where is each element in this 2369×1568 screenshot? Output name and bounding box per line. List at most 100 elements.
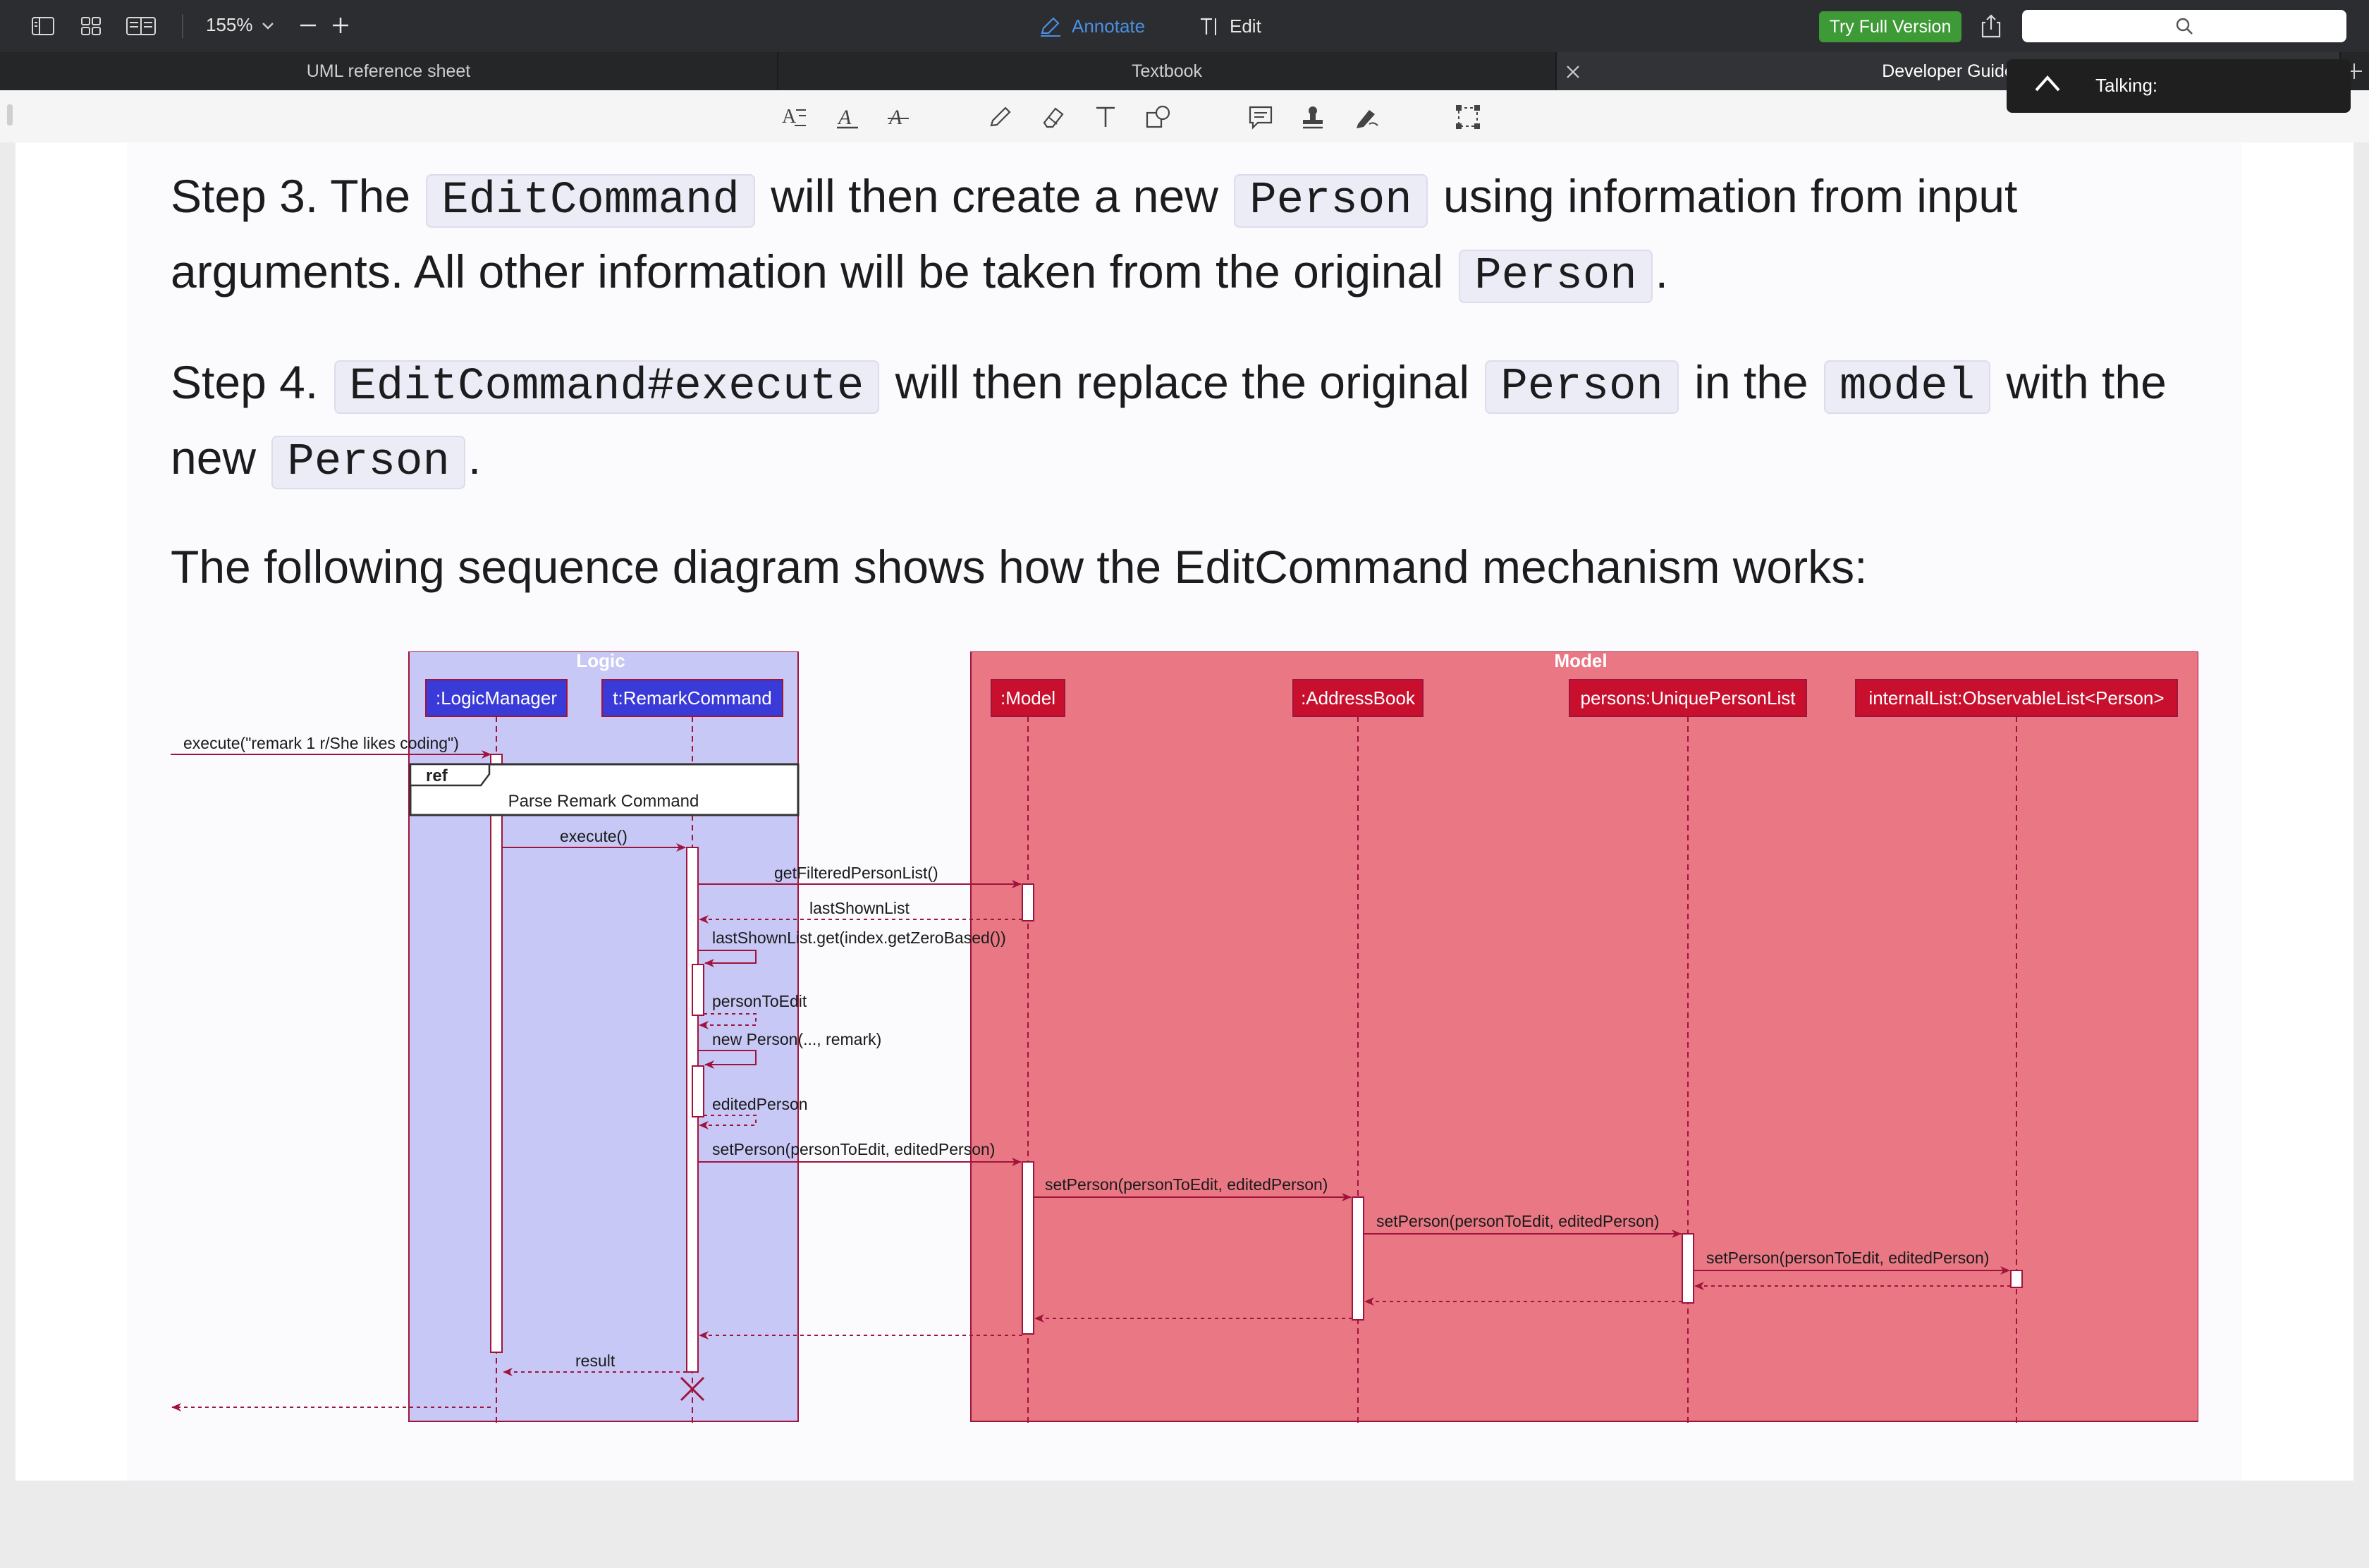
pencil-icon[interactable] <box>986 103 1014 131</box>
activation-bar <box>1352 1196 1364 1321</box>
tab-bar: UML reference sheet Textbook Developer G… <box>0 52 2369 90</box>
activation-bar <box>1022 1161 1034 1335</box>
message-label: result <box>575 1352 616 1370</box>
participant-label: internalList:ObservableList<Person> <box>1868 687 2164 709</box>
self-message-arrow <box>698 1050 757 1069</box>
participant-remarkcommand <box>601 679 783 717</box>
zoom-select[interactable]: 155% <box>206 14 274 36</box>
shapes-icon[interactable] <box>1145 103 1173 131</box>
activation-bar <box>490 754 503 1353</box>
paragraph-step-4: Step 4. EditCommand#execute will then re… <box>171 347 2229 498</box>
tab-label: Developer Guide <box>1882 61 2014 81</box>
message-label: setPerson(personToEdit, editedPerson) <box>712 1140 995 1158</box>
edit-label: Edit <box>1230 16 1261 37</box>
text-span: using information from input <box>1443 170 2018 222</box>
tab-uml-reference[interactable]: UML reference sheet <box>0 52 778 90</box>
message-label: setPerson(personToEdit, editedPerson) <box>1376 1212 1659 1230</box>
svg-text:A: A <box>782 106 797 128</box>
select-area-icon[interactable] <box>1454 103 1482 131</box>
eraser-icon[interactable] <box>1039 103 1067 131</box>
note-icon[interactable] <box>1247 103 1275 131</box>
participant-label: t:RemarkCommand <box>613 687 771 709</box>
zoom-in-icon[interactable] <box>331 10 350 47</box>
activation-bar <box>1682 1233 1694 1304</box>
ref-text: Parse Remark Command <box>508 792 699 811</box>
text-span: arguments. All other information will be… <box>171 245 1443 298</box>
signature-icon[interactable] <box>1352 103 1381 131</box>
message-label: lastShownList.get(index.getZeroBased()) <box>712 929 1006 947</box>
two-page-icon[interactable] <box>126 16 157 37</box>
participant-label: persons:UniquePersonList <box>1581 687 1796 709</box>
text-tool-icon[interactable] <box>1091 103 1120 131</box>
return-arrow <box>699 1013 757 1029</box>
zoom-out-icon[interactable] <box>299 10 317 47</box>
participant-label: :LogicManager <box>436 687 557 709</box>
inline-code: Person <box>271 436 465 489</box>
share-icon[interactable] <box>1978 13 2004 39</box>
self-message-arrow <box>698 950 757 967</box>
strikethrough-icon[interactable]: A <box>884 103 912 131</box>
stamp-icon[interactable] <box>1299 103 1327 131</box>
text-span: with the <box>2006 356 2167 408</box>
search-input[interactable] <box>2022 10 2346 42</box>
talking-popup: Talking: <box>2007 59 2351 113</box>
inline-code: Person <box>1234 174 1428 228</box>
message-label: setPerson(personToEdit, editedPerson) <box>1045 1175 1328 1194</box>
participant-label: :AddressBook <box>1301 687 1416 709</box>
message-label: new Person(..., remark) <box>712 1030 881 1048</box>
return-arrow <box>699 1115 757 1129</box>
model-box-title: Model <box>1554 651 1607 671</box>
text-cursor-icon <box>1201 18 1216 35</box>
toolbar-grip[interactable] <box>7 104 13 125</box>
annotation-toolbar: A A A <box>0 90 2369 144</box>
destroy-mark <box>680 1376 705 1402</box>
participant-model <box>991 679 1065 717</box>
ref-tag-box <box>409 763 491 787</box>
svg-text:A: A <box>837 106 852 129</box>
edit-mode-button[interactable]: Edit <box>1199 16 1261 37</box>
inline-code: Person <box>1459 250 1653 303</box>
sidebar-icon[interactable] <box>31 16 55 37</box>
inline-code: EditCommand#execute <box>333 360 880 414</box>
message-label: getFilteredPersonList() <box>774 864 938 882</box>
chevron-up-icon[interactable] <box>2033 72 2062 99</box>
participant-logicmanager <box>425 679 568 717</box>
text-span: will then create a new <box>771 170 1218 222</box>
participant-addressbook <box>1292 679 1424 717</box>
text-span: . <box>1655 245 1669 298</box>
tab-textbook[interactable]: Textbook <box>778 52 1557 90</box>
text-box-icon[interactable]: A <box>780 103 808 131</box>
inline-code: Person <box>1485 360 1679 414</box>
chevron-down-icon <box>262 16 274 35</box>
sequence-diagram-svg: Logic Model :LogicManager t:RemarkComman… <box>171 650 2199 1427</box>
participant-label: :Model <box>1000 687 1055 709</box>
close-tab-icon[interactable] <box>1564 59 1582 89</box>
inline-code: model <box>1823 360 1990 414</box>
activation-bar <box>692 1065 704 1117</box>
text-span: new <box>171 431 257 484</box>
inline-code: EditCommand <box>426 174 755 228</box>
grid-icon[interactable] <box>79 16 103 37</box>
zoom-value: 155% <box>206 14 253 35</box>
message-label: execute("remark 1 r/She likes coding") <box>183 734 459 752</box>
message-label: editedPerson <box>712 1095 808 1113</box>
main-toolbar: 155% Annotate Edit Try Full Version <box>0 0 2369 52</box>
annotate-label: Annotate <box>1072 16 1146 37</box>
activation-bar <box>1022 883 1034 921</box>
try-full-version-button[interactable]: Try Full Version <box>1819 11 1961 42</box>
toolbar-separator <box>182 14 183 38</box>
text-span: in the <box>1694 356 1808 408</box>
pen-icon <box>1041 16 1060 37</box>
highlight-text-icon[interactable]: A <box>833 103 862 131</box>
model-box <box>970 651 2199 1422</box>
message-label: personToEdit <box>712 992 807 1010</box>
paragraph-intro: The following sequence diagram shows how… <box>171 541 1868 593</box>
paragraph-step-3: Step 3. The EditCommand will then create… <box>171 161 2229 312</box>
talking-label: Talking: <box>2095 75 2158 96</box>
text-span: Step 4. <box>171 356 319 408</box>
text-span: will then replace the original <box>895 356 1470 408</box>
participant-uniquepersonlist <box>1569 679 1807 717</box>
ref-tag: ref <box>426 766 448 785</box>
text-span: . <box>467 431 482 484</box>
annotate-mode-button[interactable]: Annotate <box>1039 16 1145 37</box>
